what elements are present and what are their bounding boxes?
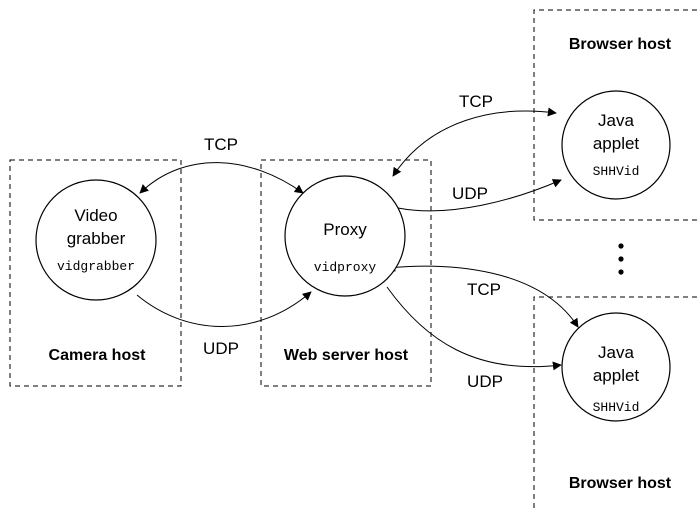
web-server-host-label: Web server host — [284, 347, 409, 364]
video-grabber-title-line2: grabber — [67, 229, 126, 248]
label-grabber-proxy-tcp: TCP — [204, 135, 238, 154]
java-applet-top-line2: applet — [593, 134, 640, 153]
browser-host-label-bottom: Browser host — [569, 475, 672, 492]
edge-proxy-applet-bottom-tcp — [386, 262, 579, 328]
edge-proxy-applet-top-tcp — [392, 107, 557, 177]
label-proxy-applet-top-udp: UDP — [452, 184, 488, 203]
camera-host-box — [9, 159, 182, 387]
proxy-program: vidproxy — [314, 260, 377, 275]
label-proxy-applet-bottom-udp: UDP — [467, 372, 503, 391]
more-browsers-ellipsis — [618, 243, 624, 275]
video-grabber-node: Video grabber vidgrabber — [35, 179, 157, 301]
java-applet-bottom-line1: Java — [598, 343, 634, 362]
video-grabber-title-line1: Video — [74, 206, 117, 225]
java-applet-bottom-line2: applet — [593, 366, 640, 385]
edge-grabber-proxy-tcp — [139, 162, 304, 194]
java-applet-node-top: Java applet SHHVid — [561, 90, 671, 200]
java-applet-top-program: SHHVid — [593, 164, 640, 179]
edge-grabber-proxy-udp — [136, 291, 312, 327]
proxy-node: Proxy vidproxy — [284, 175, 406, 297]
video-grabber-program: vidgrabber — [57, 259, 135, 274]
browser-host-box-top — [533, 9, 697, 221]
camera-host-label: Camera host — [49, 347, 147, 364]
edge-proxy-applet-bottom-udp — [386, 286, 562, 371]
java-applet-bottom-program: SHHVid — [593, 400, 640, 415]
java-applet-top-line1: Java — [598, 111, 634, 130]
label-proxy-applet-top-tcp: TCP — [459, 92, 493, 111]
label-grabber-proxy-udp: UDP — [203, 339, 239, 358]
edge-proxy-applet-top-udp — [397, 179, 562, 212]
java-applet-node-bottom: Java applet SHHVid — [561, 312, 671, 422]
proxy-title: Proxy — [323, 220, 367, 239]
browser-host-label-top: Browser host — [569, 36, 672, 53]
label-proxy-applet-bottom-tcp: TCP — [467, 280, 501, 299]
